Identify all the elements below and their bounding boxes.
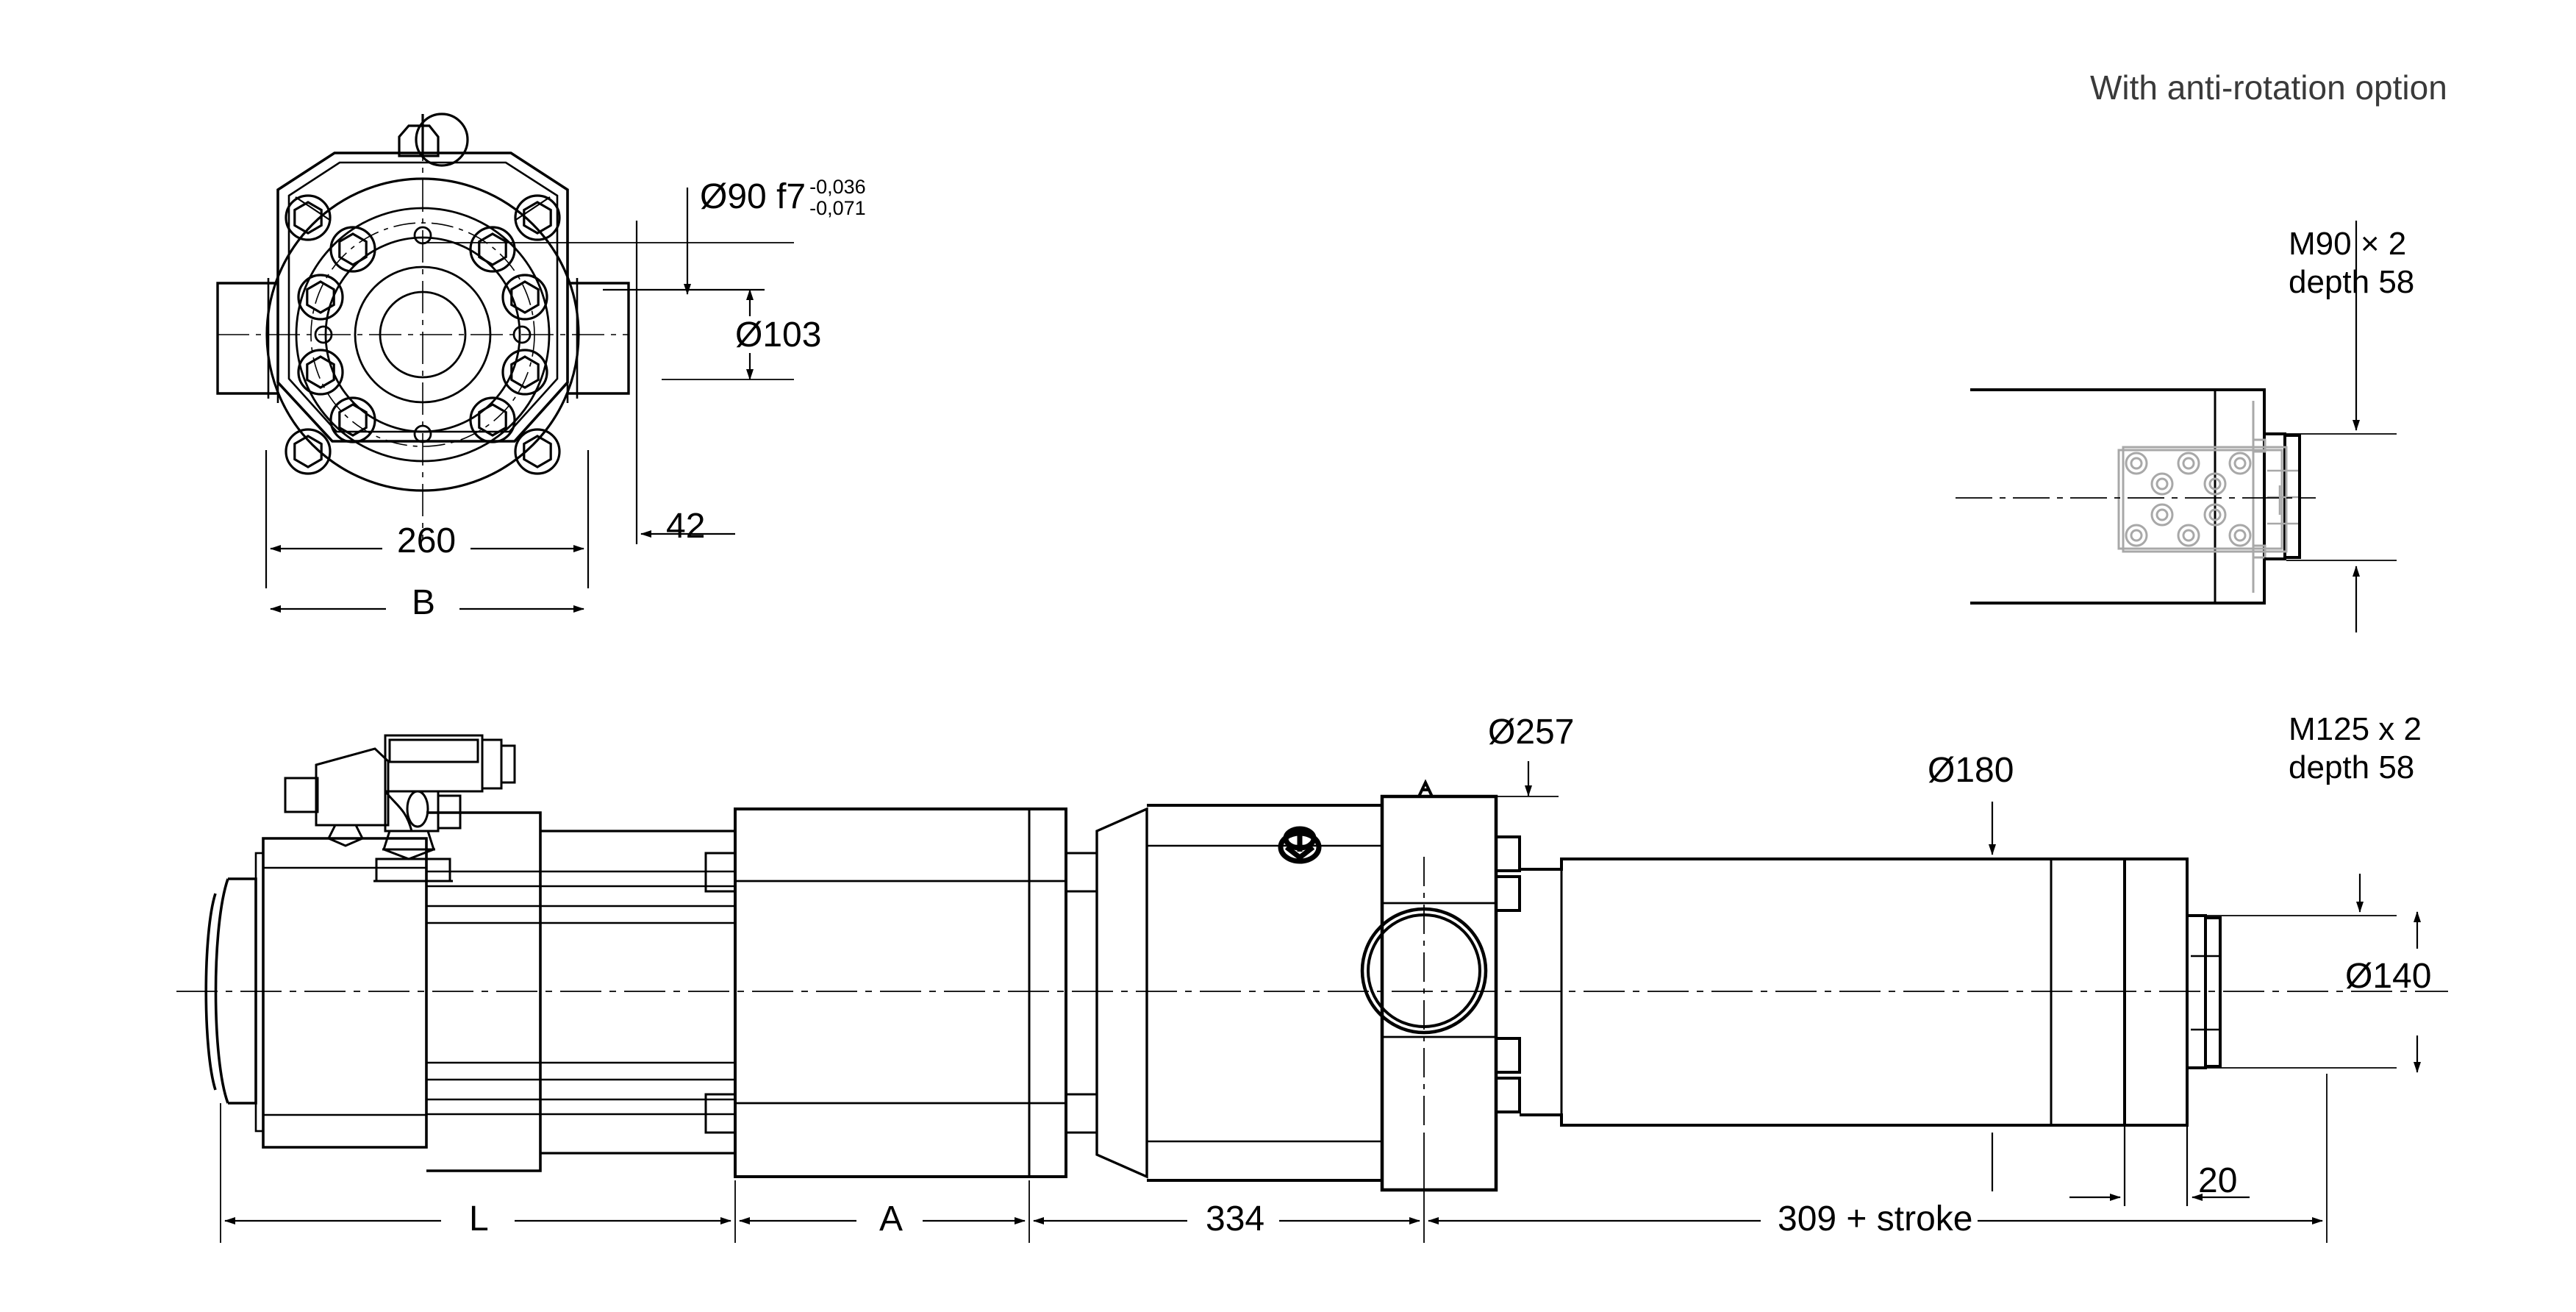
dim-label-260: 260	[397, 521, 457, 560]
fill-plug-fitting	[1278, 826, 1322, 864]
dim-260	[265, 450, 590, 588]
dim-label-dia90: Ø90 f7-0,036-0,071	[700, 175, 866, 219]
section-arrow-mark	[1417, 779, 1434, 797]
callout-M125-line2: depth 58	[2289, 749, 2415, 785]
top-fittings	[398, 113, 469, 167]
callout-M125-line1: M125 x 2	[2289, 711, 2422, 747]
chain-label-309-stroke: 309 + stroke	[1778, 1199, 1973, 1238]
dim-dia103	[662, 289, 794, 380]
callout-M90: M90 × 2 depth 58	[2289, 225, 2414, 302]
dia90-tol-upper: -0,036	[809, 176, 866, 199]
front-view-geometry	[216, 113, 794, 613]
pin-hole-group	[314, 226, 532, 443]
connector-large	[373, 734, 516, 883]
callout-M90-line1: M90 × 2	[2289, 226, 2407, 262]
anti-rotation-geometry	[1956, 221, 2397, 632]
dim-20	[2069, 1070, 2250, 1206]
callout-dia257: Ø257	[1488, 713, 1575, 752]
chain-label-334: 334	[1206, 1199, 1265, 1238]
dim-dia90	[423, 188, 794, 295]
dim-label-42: 42	[666, 507, 706, 546]
dim-label-B: B	[412, 583, 436, 622]
callout-M90-line2: depth 58	[2289, 263, 2415, 300]
dia90-tol-lower: -0,071	[809, 197, 866, 220]
callout-M125: M125 x 2 depth 58	[2289, 710, 2422, 787]
callout-dia180: Ø180	[1928, 751, 2014, 790]
connector-small	[284, 747, 390, 847]
dim-42	[635, 221, 735, 544]
dim-M125	[2205, 874, 2397, 1069]
chain-label-A: A	[879, 1199, 904, 1238]
assembly-geometry	[176, 734, 2448, 1243]
callout-dia140: Ø140	[2345, 957, 2432, 996]
dim-label-dia103: Ø103	[735, 315, 822, 354]
chain-dim-extensions	[220, 1074, 2328, 1243]
callout-20: 20	[2198, 1161, 2238, 1200]
dim-M90	[2286, 221, 2397, 632]
chain-label-L: L	[469, 1199, 489, 1238]
dia90-value: Ø90 f7	[700, 177, 806, 216]
ghost-plate	[2117, 446, 2288, 553]
dia90-tolerance: -0,036-0,071	[809, 177, 866, 219]
dim-dia257	[1496, 761, 1559, 797]
anti-rotation-note: With anti-rotation option	[2090, 68, 2447, 107]
